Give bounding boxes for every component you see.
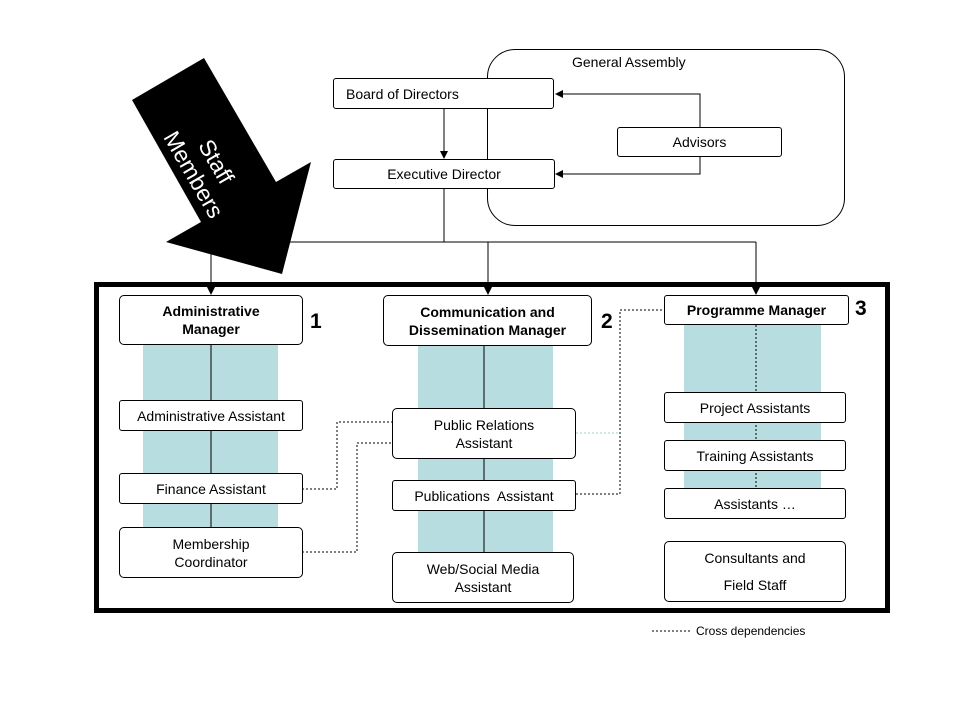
membership-coordinator-line2: Coordinator (174, 553, 248, 570)
membership-coordinator-box: Membership Coordinator (119, 527, 303, 578)
web-social-media-assistant-line1: Web/Social Media (426, 560, 540, 577)
advisors-box: Advisors (617, 127, 782, 157)
communication-manager-line1: Communication and (420, 303, 555, 320)
general-assembly-label: General Assembly (572, 54, 686, 70)
finance-assistant-label: Finance Assistant (156, 480, 266, 497)
administrative-manager-line2: Manager (182, 321, 240, 337)
membership-coordinator-line1: Membership (172, 535, 250, 552)
consultants-field-staff-box: Consultants and Field Staff (664, 541, 846, 602)
general-assembly-container (487, 49, 845, 226)
training-assistants-box: Training Assistants (664, 440, 846, 471)
administrative-assistant-box: Administrative Assistant (119, 400, 303, 431)
departments-frame (94, 282, 890, 613)
administrative-manager-box: Administrative Manager (119, 295, 303, 345)
department-2-number: 2 (601, 310, 613, 333)
department-1-number: 1 (310, 310, 322, 333)
department-3-number: 3 (855, 297, 867, 320)
staff-members-arrow-icon (132, 58, 311, 274)
board-of-directors-box: Board of Directors (333, 78, 554, 109)
communication-manager-box: Communication and Dissemination Manager (383, 295, 592, 346)
cross-dependencies-legend: Cross dependencies (696, 624, 806, 638)
assistants-more-label: Assistants … (714, 495, 796, 512)
project-assistants-label: Project Assistants (699, 399, 811, 416)
administrative-assistant-label: Administrative Assistant (137, 407, 285, 424)
publications-assistant-label: Publications Assistant (414, 487, 554, 504)
executive-director-box: Executive Director (333, 159, 555, 189)
web-social-media-assistant-box: Web/Social Media Assistant (392, 552, 574, 603)
programme-manager-label: Programme Manager (686, 302, 827, 318)
publications-assistant-box: Publications Assistant (392, 480, 576, 511)
training-assistants-label: Training Assistants (696, 447, 814, 464)
consultants-field-staff-line1: Consultants and (704, 549, 806, 566)
programme-manager-box: Programme Manager (664, 295, 849, 325)
web-social-media-assistant-line2: Assistant (454, 578, 512, 595)
public-relations-assistant-box: Public Relations Assistant (392, 408, 576, 459)
assistants-more-box: Assistants … (664, 488, 846, 519)
administrative-manager-line1: Administrative (162, 303, 260, 319)
finance-assistant-box: Finance Assistant (119, 473, 303, 504)
public-relations-assistant-line2: Assistant (455, 434, 513, 451)
executive-director-label: Executive Director (387, 166, 501, 182)
consultants-field-staff-line2: Field Staff (723, 576, 787, 593)
communication-manager-line2: Dissemination Manager (408, 321, 567, 338)
board-of-directors-label: Board of Directors (346, 85, 459, 102)
public-relations-assistant-line1: Public Relations (433, 416, 535, 433)
advisors-label: Advisors (672, 134, 727, 150)
project-assistants-box: Project Assistants (664, 392, 846, 423)
